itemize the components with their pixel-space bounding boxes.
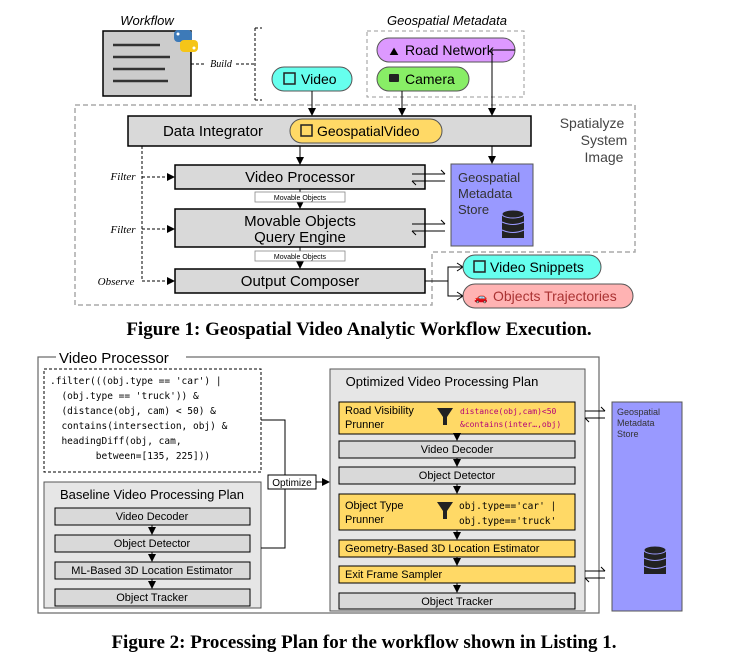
video-snippets-label: Video Snippets: [490, 259, 584, 275]
code-line-5: headingDiff(obj, cam,: [50, 436, 182, 447]
query-engine-line-2: Query Engine: [254, 229, 346, 246]
opt-video-decoder-label: Video Decoder: [421, 444, 494, 456]
movable-objects-tag-2: [254, 250, 346, 262]
sampler-store-arrow-left: [584, 577, 605, 583]
build-bracket: [236, 27, 262, 101]
type-pruner-line-1: Object Type: [345, 500, 404, 512]
video-film-icon: [283, 72, 296, 85]
type-pruner-filter-icon: [437, 502, 453, 519]
opt-object-tracker: [338, 592, 576, 610]
movable-objects-tag-1: [254, 191, 346, 203]
snippets-film-icon: [473, 260, 486, 273]
system-image-line-2: System: [581, 132, 628, 148]
store-line-1: Geospatial: [458, 170, 520, 185]
baseline-object-tracker: [54, 588, 251, 607]
road-pruner-store-arrow-left: [584, 417, 605, 423]
figure1-caption: Figure 1: Geospatial Video Analytic Work…: [126, 319, 591, 340]
build-label: Build: [210, 59, 233, 70]
query-engine-line-1: Movable Objects: [244, 213, 356, 230]
road-icon: ⛰: [389, 46, 398, 58]
camera-pill: [376, 66, 470, 92]
object-trajectories-label: Objects Trajectories: [493, 288, 617, 304]
filter-label-2: Filter: [109, 224, 136, 236]
python-logo-icon: [174, 30, 198, 52]
processor-store-arrow-left: [411, 180, 445, 186]
video-snippets-pill: [462, 254, 602, 280]
system-image-region: [74, 104, 636, 306]
type-pruner-line-2: Prunner: [345, 514, 384, 526]
road-visibility-pruner: [338, 401, 576, 435]
geometry-estimator-label: Geometry-Based 3D Location Estimator: [345, 543, 540, 555]
video-processor-label: Video Processor: [245, 169, 355, 186]
type-pruner-expr-1: obj.type=='car' |: [459, 501, 556, 512]
filter-label-1: Filter: [109, 171, 136, 183]
query-store-arrow-left: [411, 230, 445, 236]
code-line-4: contains(intersection, obj) &: [50, 421, 228, 432]
geospatial-video-pill: [289, 118, 443, 144]
opt-object-tracker-label: Object Tracker: [421, 596, 493, 608]
object-trajectories-pill: [462, 283, 634, 309]
database-icon: [501, 209, 525, 238]
query-store-arrow-right: [412, 219, 446, 225]
geovideo-film-icon: [300, 124, 313, 137]
workflow-label: Workflow: [120, 13, 175, 28]
opt-object-detector-label: Object Detector: [419, 470, 496, 482]
store-line-3: Store: [458, 202, 489, 217]
geo-metadata-label: Geospatial Metadata: [387, 13, 507, 28]
camera-icon: [389, 74, 399, 82]
type-pruner-expr-2: obj.type=='truck': [459, 516, 556, 527]
sampler-store-arrow-right: [585, 566, 606, 572]
baseline-object-detector-label: Object Detector: [114, 538, 191, 550]
optimize-label: Optimize: [272, 478, 312, 489]
filter-code-block: [43, 368, 262, 473]
observe-label: Observe: [98, 276, 135, 288]
fig2-store-line-1: Geospatial: [617, 407, 660, 417]
fig2-store-line-2: Metadata: [617, 418, 655, 428]
fig2-store-line-3: Store: [617, 429, 639, 439]
code-line-1: .filter(((obj.type == 'car') |: [50, 376, 222, 387]
road-pruner-expr-2: &contains(inter…,obj): [460, 420, 561, 429]
baseline-object-tracker-label: Object Tracker: [116, 592, 188, 604]
geospatial-video-label: GeospatialVideo: [317, 123, 420, 139]
output-composer-label: Output Composer: [241, 273, 359, 290]
road-pruner-line-2: Prunner: [345, 419, 384, 431]
system-image-line-1: Spatialyze: [560, 115, 625, 131]
movable-objects-tag-1-label: Movable Objects: [274, 195, 327, 202]
video-processor-frame: [37, 356, 600, 614]
store-line-2: Metadata: [458, 186, 513, 201]
optimized-plan-title: Optimized Video Processing Plan: [346, 374, 539, 389]
movable-objects-tag-2-label: Movable Objects: [274, 254, 327, 261]
baseline-ml-estimator-label: ML-Based 3D Location Estimator: [71, 565, 233, 577]
road-pruner-expr-1: distance(obj,cam)<50: [460, 407, 557, 416]
road-pruner-filter-icon: [437, 408, 453, 425]
processor-store-arrow-right: [412, 169, 446, 175]
code-line-3: (distance(obj, cam) < 50) &: [50, 406, 216, 417]
video-processor-title: Video Processor: [59, 350, 169, 367]
fig2-database-icon: [643, 545, 667, 574]
camera-label: Camera: [405, 71, 455, 87]
system-image-line-3: Image: [585, 149, 624, 165]
baseline-video-decoder-label: Video Decoder: [116, 511, 189, 523]
exit-frame-sampler-label: Exit Frame Sampler: [345, 569, 443, 581]
data-integrator-label: Data Integrator: [163, 123, 263, 140]
video-label: Video: [301, 71, 337, 87]
road-pruner-line-1: Road Visibility: [345, 405, 414, 417]
baseline-plan-title: Baseline Video Processing Plan: [60, 487, 244, 502]
road-network-label: Road Network: [405, 42, 495, 58]
code-line-6: between=[135, 225])): [50, 451, 210, 462]
output-composer-box: [174, 268, 426, 294]
figure2-caption: Figure 2: Processing Plan for the workfl…: [111, 632, 616, 653]
road-pruner-store-arrow-right: [585, 406, 606, 412]
output-arrowheads: [456, 262, 464, 301]
car-icon: 🚗: [474, 292, 488, 304]
road-to-integrator-arrow: [488, 49, 515, 116]
workflow-document-icon: [102, 30, 192, 97]
geo-metadata-group: [366, 30, 525, 98]
output-split-connector: [425, 266, 463, 297]
fig2-metadata-store: [611, 401, 683, 612]
video-processor-title-bg: [56, 349, 186, 365]
code-line-2: (obj.type == 'truck')) &: [50, 391, 199, 402]
